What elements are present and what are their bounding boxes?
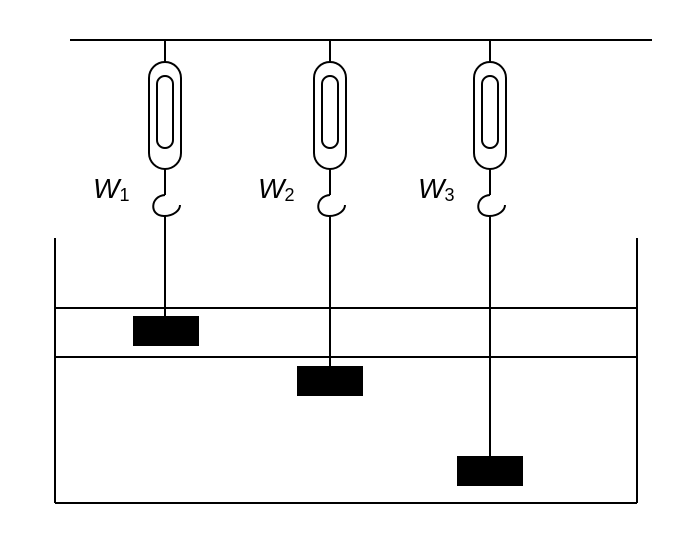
balance-hook-1 <box>152 194 181 218</box>
spring-balance-slot-1 <box>156 75 174 149</box>
spring-balance-body-3 <box>473 61 507 170</box>
container <box>54 238 638 504</box>
spring-balance-2: W2 <box>258 40 363 396</box>
label-w1: W1 <box>93 173 129 205</box>
label-w3-subscript: 3 <box>444 185 454 205</box>
weight-block-2 <box>297 366 363 396</box>
spring-balance-3: W3 <box>418 40 523 486</box>
balance-hook-3 <box>477 194 506 218</box>
label-w3: W3 <box>418 173 454 205</box>
label-w2: W2 <box>258 173 294 205</box>
label-w2-letter: W <box>258 173 287 204</box>
label-w2-subscript: 2 <box>284 185 294 205</box>
spring-balance-1: W1 <box>93 40 199 346</box>
spring-balance-body-2 <box>313 61 347 170</box>
spring-balance-slot-3 <box>481 75 499 149</box>
spring-balance-body-1 <box>148 61 182 170</box>
spring-balance-slot-2 <box>321 75 339 149</box>
label-w1-subscript: 1 <box>119 185 129 205</box>
label-w3-letter: W <box>418 173 447 204</box>
label-w1-letter: W <box>93 173 122 204</box>
weight-block-1 <box>133 316 199 346</box>
weight-block-3 <box>457 456 523 486</box>
balance-hook-2 <box>317 194 346 218</box>
